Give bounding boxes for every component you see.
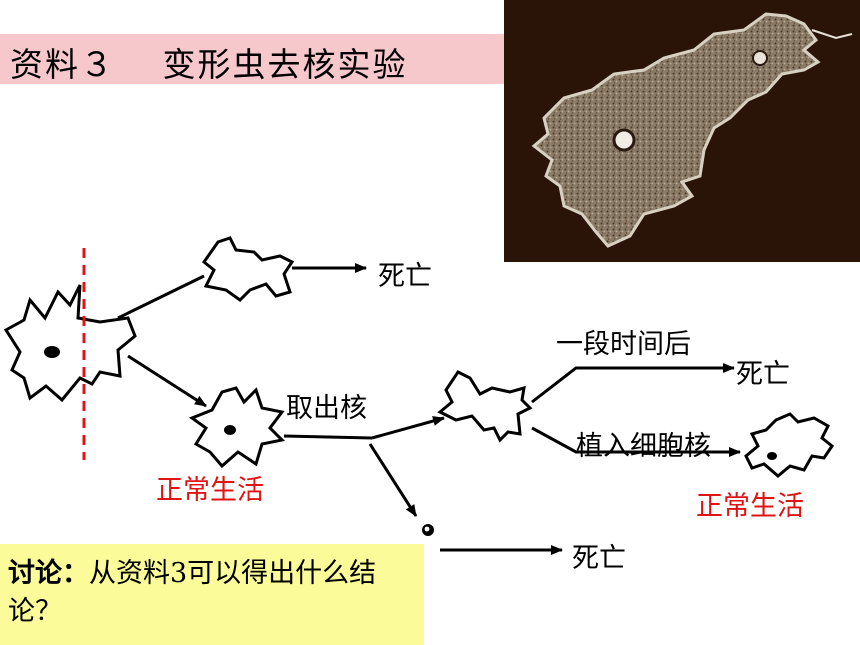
discussion-box — [0, 544, 424, 645]
amoeba-enucleated — [437, 370, 533, 443]
slide-title: 资料３ 变形虫去核实验 — [10, 45, 408, 84]
label-remove-nucleus: 取出核 — [286, 393, 367, 424]
extracted-nucleus — [422, 524, 434, 536]
arrow-to-nucleus — [368, 443, 418, 517]
label-normal-life-right: 正常生活 — [696, 491, 804, 522]
arrow-to-enucleated — [371, 416, 445, 440]
label-death-top: 死亡 — [378, 261, 432, 292]
arrow-to-fragment-nucleus — [127, 354, 207, 408]
label-death-mid: 死亡 — [736, 359, 790, 390]
amoeba-fragment-no-nucleus — [201, 236, 295, 302]
amoeba-fragment-with-nucleus — [188, 386, 286, 469]
label-death-bottom: 死亡 — [572, 543, 626, 574]
label-after-time: 一段时间后 — [556, 329, 691, 360]
arrow-remove-nucleus — [283, 434, 373, 440]
amoeba-photo — [504, 0, 860, 262]
amoeba-original — [3, 284, 137, 403]
arrow-implant — [531, 426, 741, 457]
discussion-question: 从资料3可以得出什么结论？ — [8, 558, 377, 627]
arrow-to-fragment-top — [117, 274, 205, 320]
label-normal-life-left: 正常生活 — [156, 475, 264, 506]
discussion-heading: 讨论： — [8, 558, 89, 589]
discussion-text: 讨论：从资料3可以得出什么结论？ — [8, 555, 408, 631]
label-implant-nucleus: 植入细胞核 — [576, 431, 711, 462]
arrow-after-time — [531, 363, 735, 404]
amoeba-nucleus-implanted — [744, 412, 835, 478]
